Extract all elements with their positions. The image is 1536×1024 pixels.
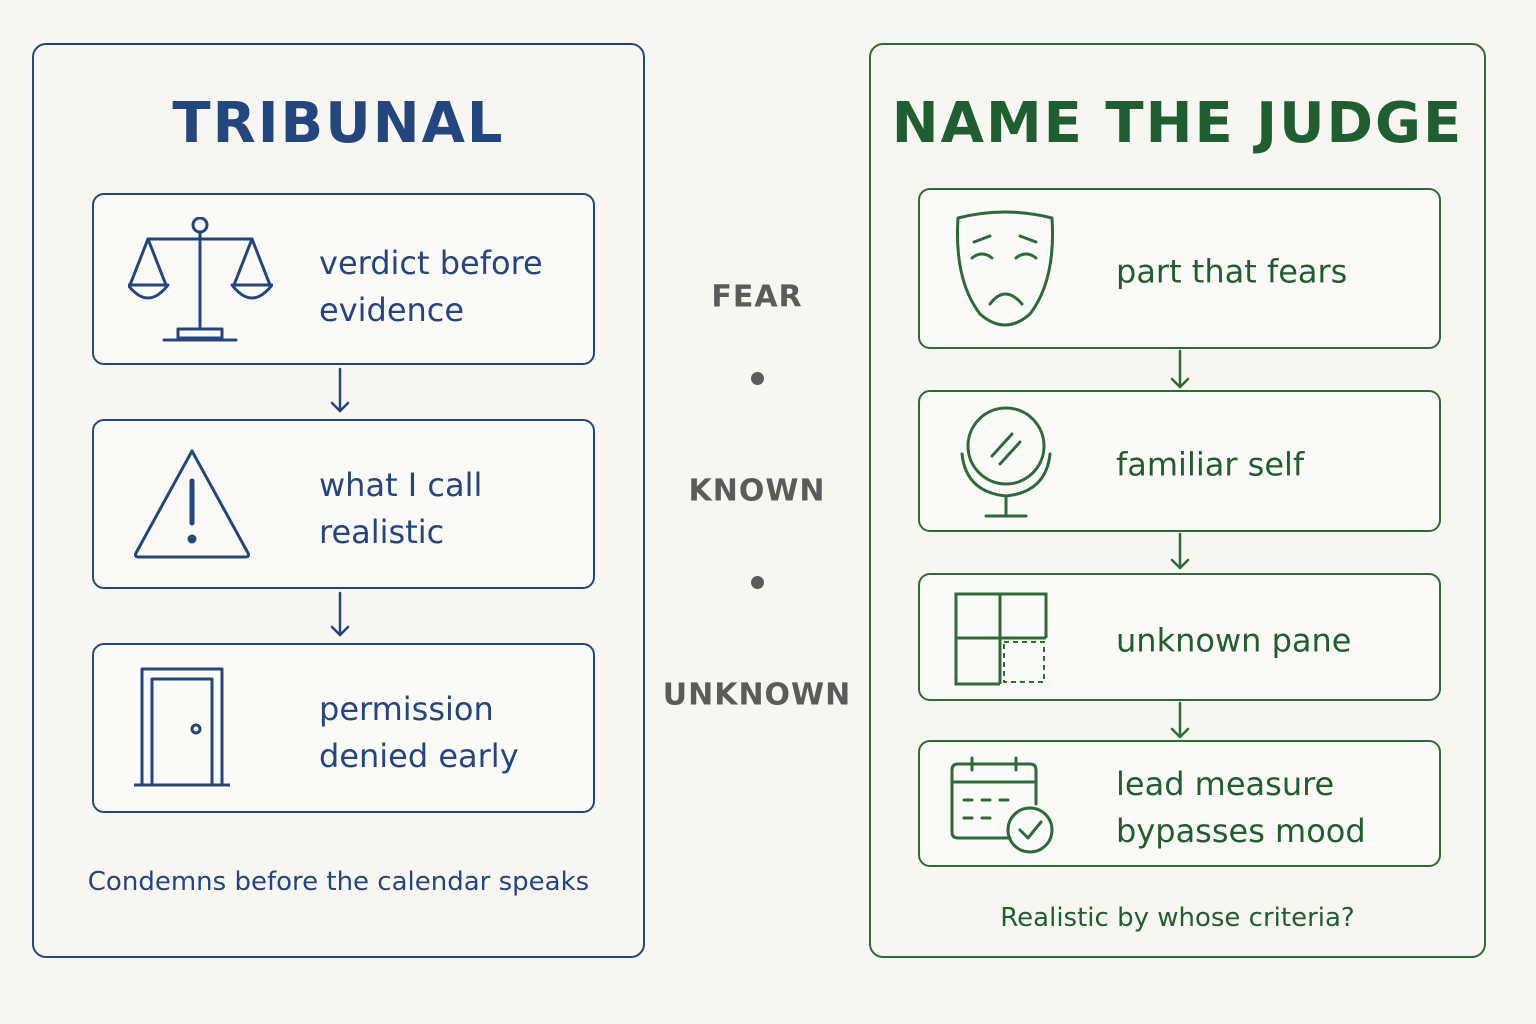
card-label: unknown pane [1116, 621, 1352, 660]
calendar-check-icon [950, 756, 1054, 854]
down-arrow-icon [1170, 349, 1190, 389]
scales-icon [128, 217, 273, 342]
down-arrow-icon [330, 591, 350, 637]
card-what-i-call-realistic: what I call realistic [92, 419, 595, 589]
card-label: what I call realistic [319, 466, 483, 551]
down-arrow-icon [1170, 532, 1190, 570]
tribunal-panel: TRIBUNAL verdict before evidence [32, 43, 645, 958]
separator-dot [751, 576, 764, 589]
middle-label-known: KNOWN [688, 473, 826, 509]
name-the-judge-title: NAME THE JUDGE [891, 91, 1464, 156]
card-unknown-pane: unknown pane [918, 573, 1441, 701]
sad-mask-icon [956, 210, 1054, 327]
tribunal-title: TRIBUNAL [172, 91, 505, 156]
door-icon [134, 667, 230, 787]
down-arrow-icon [330, 367, 350, 413]
card-label: lead measure bypasses mood [1116, 765, 1366, 850]
middle-label-unknown: UNKNOWN [662, 677, 852, 713]
card-verdict-before-evidence: verdict before evidence [92, 193, 595, 365]
name-the-judge-caption: Realistic by whose criteria? [1000, 903, 1355, 933]
card-permission-denied-early: permission denied early [92, 643, 595, 813]
middle-label-fear: FEAR [711, 279, 803, 315]
card-label: familiar self [1116, 445, 1305, 484]
card-label: permission denied early [319, 690, 519, 775]
card-lead-measure-bypasses-mood: lead measure bypasses mood [918, 740, 1441, 867]
tribunal-caption: Condemns before the calendar speaks [87, 867, 590, 897]
mirror-icon [960, 406, 1052, 518]
down-arrow-icon [1170, 701, 1190, 739]
card-label: verdict before evidence [319, 244, 543, 329]
card-part-that-fears: part that fears [918, 188, 1441, 349]
name-the-judge-panel: NAME THE JUDGE part that fears [869, 43, 1486, 958]
window-pane-icon [954, 592, 1048, 686]
card-label: part that fears [1116, 252, 1348, 291]
warning-icon [133, 449, 251, 559]
separator-dot [751, 372, 764, 385]
card-familiar-self: familiar self [918, 390, 1441, 532]
